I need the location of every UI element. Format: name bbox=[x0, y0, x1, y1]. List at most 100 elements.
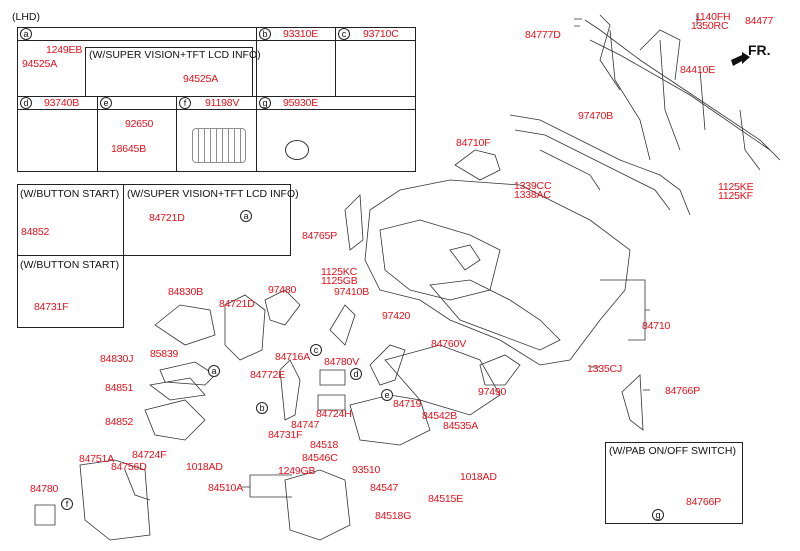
callout-e: e bbox=[100, 97, 112, 109]
part-label[interactable]: 84535A bbox=[443, 420, 479, 432]
part-label[interactable]: 84518G bbox=[375, 510, 412, 522]
part-label[interactable]: 1335CJ bbox=[587, 363, 622, 375]
part-label[interactable]: 84760V bbox=[431, 338, 467, 350]
crash-pad bbox=[364, 179, 631, 366]
part-label[interactable]: 1018AD bbox=[186, 461, 223, 473]
part-label[interactable]: 1125KC bbox=[321, 266, 357, 278]
callout-e: e bbox=[381, 389, 393, 401]
part-label[interactable]: 84830J bbox=[100, 353, 134, 365]
part-label[interactable]: 1350RC bbox=[691, 20, 729, 32]
part-label[interactable]: 84518 bbox=[310, 439, 339, 451]
variant-box-button-start-2 bbox=[17, 255, 124, 328]
variant-title: (W/SUPER VISION+TFT LCD INFO) bbox=[89, 49, 261, 61]
part-label[interactable]: 84721D bbox=[219, 298, 255, 310]
part-label[interactable]: 84766P bbox=[686, 496, 722, 508]
callout-d: d bbox=[20, 97, 32, 109]
part-label[interactable]: 1125GB bbox=[321, 275, 358, 287]
part-label[interactable]: 92650 bbox=[125, 118, 154, 130]
part-label[interactable]: 84477 bbox=[745, 15, 774, 27]
part-label[interactable]: 97420 bbox=[382, 310, 411, 322]
part-label[interactable]: 84851 bbox=[105, 382, 134, 394]
variant-title: (W/PAB ON/OFF SWITCH) bbox=[609, 445, 736, 457]
part-label[interactable]: 84772E bbox=[250, 369, 286, 381]
variant-title: (W/SUPER VISION+TFT LCD INFO) bbox=[127, 188, 299, 200]
part-label[interactable]: 84724H bbox=[316, 408, 352, 420]
part-label[interactable]: 91198V bbox=[205, 97, 240, 109]
inset-cell-g-header bbox=[256, 96, 416, 110]
callout-g: g bbox=[652, 509, 664, 521]
part-label[interactable]: 84731F bbox=[268, 429, 303, 441]
callout-b: b bbox=[259, 28, 271, 40]
part-label[interactable]: 93740B bbox=[44, 97, 80, 109]
part-label[interactable]: 93510 bbox=[352, 464, 381, 476]
part-label[interactable]: 84542B bbox=[422, 410, 458, 422]
callout-a: a bbox=[20, 28, 32, 40]
part-label[interactable]: 95930E bbox=[283, 97, 319, 109]
part-label[interactable]: 84510A bbox=[208, 482, 244, 494]
part-label[interactable]: 84546C bbox=[302, 452, 338, 464]
callout-a: a bbox=[208, 365, 220, 377]
variant-box-super-vision bbox=[123, 184, 291, 256]
part-label[interactable]: 84731F bbox=[34, 301, 69, 313]
front-direction-label: FR. bbox=[748, 42, 771, 58]
part-label[interactable]: 1339CC bbox=[514, 180, 552, 192]
part-label[interactable]: 84747 bbox=[291, 419, 320, 431]
part-label[interactable]: 84766P bbox=[665, 385, 701, 397]
part-label[interactable]: 84780V bbox=[324, 356, 360, 368]
callout-g: g bbox=[259, 97, 271, 109]
drawing-title: (LHD) bbox=[12, 11, 40, 23]
part-label[interactable]: 84515E bbox=[428, 493, 464, 505]
fuse-panel-icon bbox=[192, 128, 246, 163]
part-label[interactable]: 97470B bbox=[578, 110, 614, 122]
part-label[interactable]: 84765P bbox=[302, 230, 338, 242]
speaker-cover bbox=[454, 149, 501, 181]
part-label[interactable]: 84716A bbox=[275, 351, 311, 363]
inset-cell-a-header bbox=[17, 27, 257, 41]
callout-b: b bbox=[256, 402, 268, 414]
callout-d: d bbox=[350, 368, 362, 380]
part-label[interactable]: 84852 bbox=[105, 416, 134, 428]
part-label[interactable]: 84547 bbox=[370, 482, 399, 494]
callout-a: a bbox=[240, 210, 252, 222]
part-label[interactable]: 97480 bbox=[268, 284, 297, 296]
part-label[interactable]: 84719 bbox=[393, 398, 422, 410]
part-label[interactable]: 84756D bbox=[111, 461, 147, 473]
part-label[interactable]: 84777D bbox=[525, 29, 561, 41]
part-label[interactable]: 93710C bbox=[363, 28, 399, 40]
callout-f: f bbox=[61, 498, 73, 510]
front-direction-arrow bbox=[731, 52, 750, 66]
air-duct bbox=[509, 114, 691, 216]
part-label[interactable]: 94525A bbox=[22, 58, 58, 70]
part-label[interactable]: 1125KE bbox=[718, 181, 754, 193]
part-label[interactable]: 84751A bbox=[79, 453, 115, 465]
part-label[interactable]: 1125KF bbox=[718, 190, 753, 202]
glove-box bbox=[284, 469, 351, 541]
part-label[interactable]: 84780 bbox=[30, 483, 59, 495]
part-label[interactable]: 84710 bbox=[642, 320, 671, 332]
part-label[interactable]: 18645B bbox=[111, 143, 147, 155]
part-label[interactable]: 84721D bbox=[149, 212, 185, 224]
variant-title: (W/BUTTON START) bbox=[20, 188, 120, 200]
part-label[interactable]: 1018AD bbox=[460, 471, 497, 483]
part-label[interactable]: 1249GB bbox=[278, 465, 316, 477]
variant-box-pab-switch bbox=[605, 442, 743, 524]
part-label[interactable]: 1338AC bbox=[514, 189, 551, 201]
part-label[interactable]: 84852 bbox=[21, 226, 50, 238]
switch-icon bbox=[285, 140, 309, 160]
part-label[interactable]: 1140FH bbox=[695, 11, 731, 23]
part-label[interactable]: 84710F bbox=[456, 137, 491, 149]
part-label[interactable]: 97490 bbox=[478, 386, 507, 398]
part-label[interactable]: 84724F bbox=[132, 449, 167, 461]
part-label[interactable]: 93310E bbox=[283, 28, 319, 40]
callout-c: c bbox=[310, 344, 322, 356]
part-label[interactable]: 85839 bbox=[150, 348, 179, 360]
part-label[interactable]: 94525A bbox=[183, 73, 219, 85]
part-label[interactable]: 97410B bbox=[334, 286, 370, 298]
part-label[interactable]: 84410E bbox=[680, 64, 716, 76]
callout-f: f bbox=[179, 97, 191, 109]
crossbar-frame bbox=[584, 19, 781, 171]
part-label[interactable]: 84830B bbox=[168, 286, 204, 298]
part-label[interactable]: 1249EB bbox=[46, 44, 83, 56]
variant-title: (W/BUTTON START) bbox=[20, 259, 120, 271]
